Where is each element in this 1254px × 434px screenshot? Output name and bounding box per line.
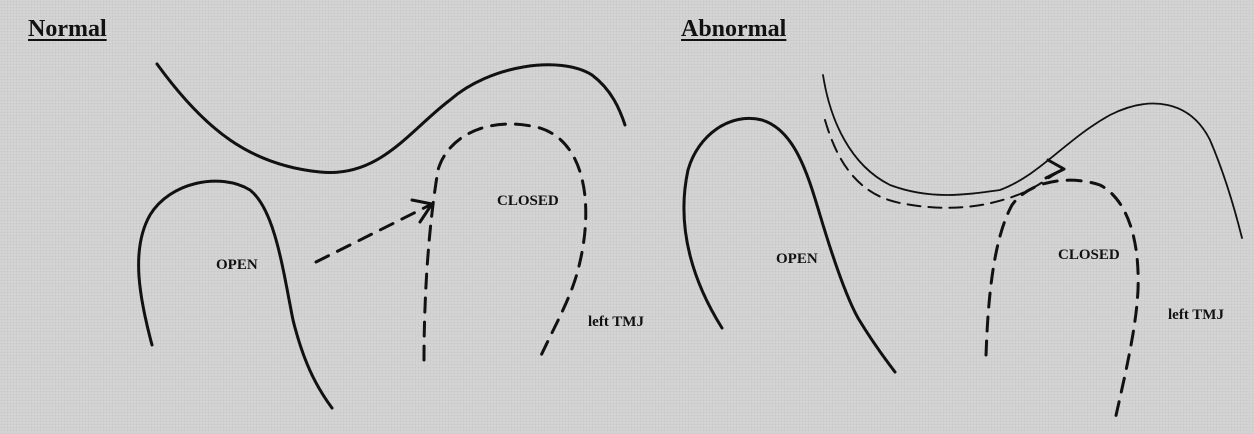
normal-movement-arrow <box>316 204 432 262</box>
abnormal-fossa-outline <box>823 75 1242 238</box>
abnormal-joint-label: left TMJ <box>1168 307 1224 324</box>
normal-open-condyle <box>139 181 332 408</box>
normal-fossa-outline <box>157 64 625 173</box>
abnormal-closed-condyle <box>986 180 1138 420</box>
abnormal-panel-drawing <box>684 75 1242 420</box>
normal-joint-label: left TMJ <box>588 314 644 331</box>
normal-closed-condyle <box>424 124 586 362</box>
abnormal-panel-title: Abnormal <box>681 16 786 43</box>
normal-panel-title: Normal <box>28 16 107 43</box>
normal-closed-label: CLOSED <box>497 193 559 210</box>
normal-arrowhead <box>412 200 432 222</box>
abnormal-open-condyle <box>684 118 895 372</box>
abnormal-open-label: OPEN <box>776 251 818 268</box>
normal-panel-drawing <box>139 64 625 408</box>
abnormal-arrowhead <box>1046 160 1064 178</box>
normal-open-label: OPEN <box>216 257 258 274</box>
abnormal-closed-label: CLOSED <box>1058 247 1120 264</box>
